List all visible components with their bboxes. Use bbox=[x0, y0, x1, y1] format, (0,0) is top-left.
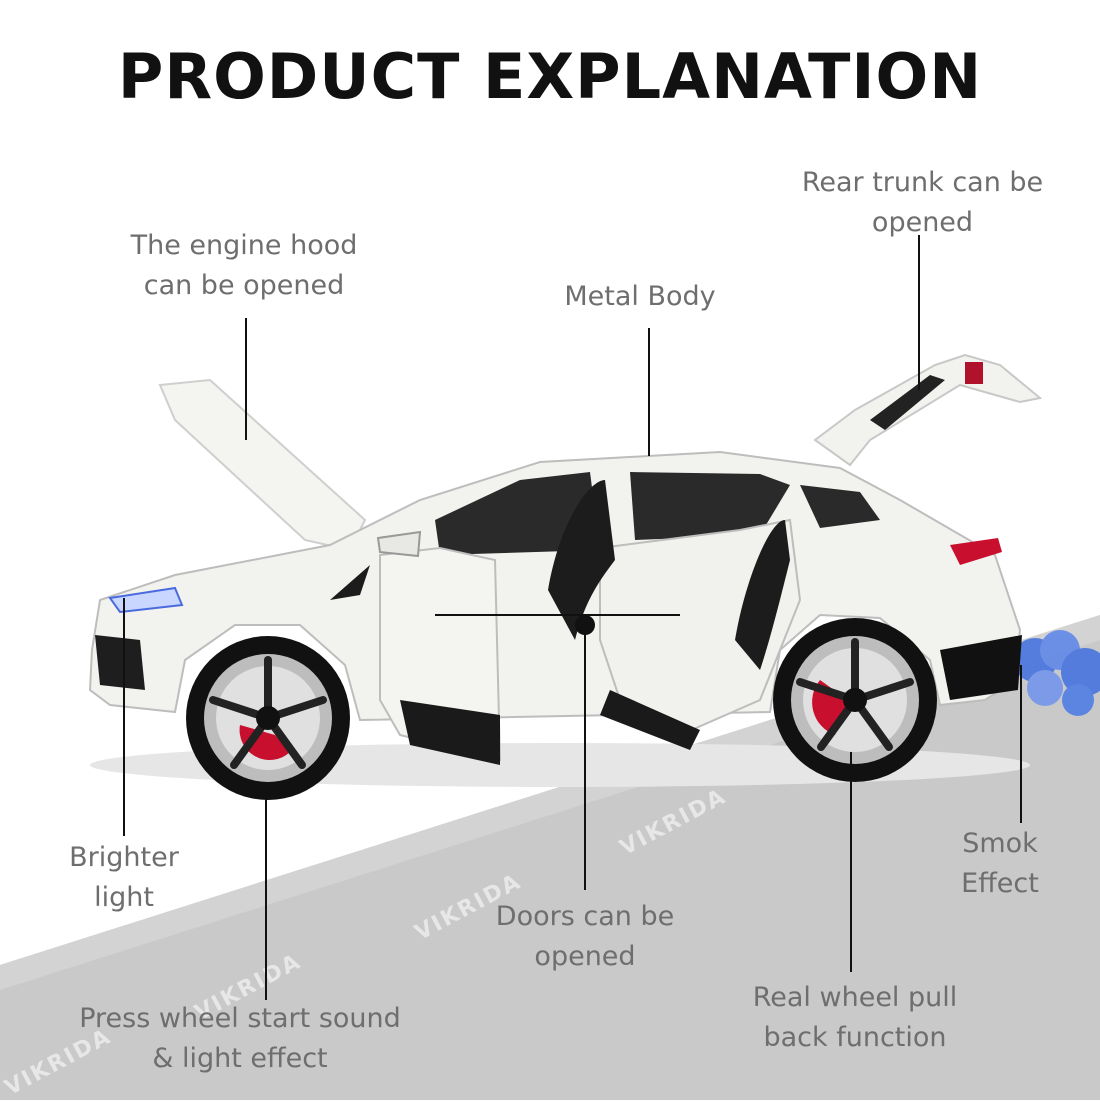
leader-line-doors bbox=[584, 625, 586, 890]
callout-press-wheel: Press wheel start sound& light effect bbox=[79, 1003, 401, 1074]
leader-line-light bbox=[123, 598, 125, 836]
leader-line-metal bbox=[648, 328, 650, 456]
leader-line-smoke bbox=[1020, 665, 1022, 823]
leader-line-hood bbox=[245, 318, 247, 440]
front-wheel bbox=[186, 636, 350, 800]
page-title: PRODUCT EXPLANATION bbox=[117, 40, 983, 113]
leader-line-sound bbox=[265, 795, 267, 1000]
callout-metal-body: Metal Body bbox=[564, 281, 716, 312]
smoke-effect bbox=[1013, 630, 1100, 716]
leader-line-wheel bbox=[850, 752, 852, 972]
leader-line-doors-horizontal bbox=[435, 614, 680, 616]
rear-wheel bbox=[773, 618, 937, 782]
leader-line-trunk bbox=[918, 235, 920, 390]
